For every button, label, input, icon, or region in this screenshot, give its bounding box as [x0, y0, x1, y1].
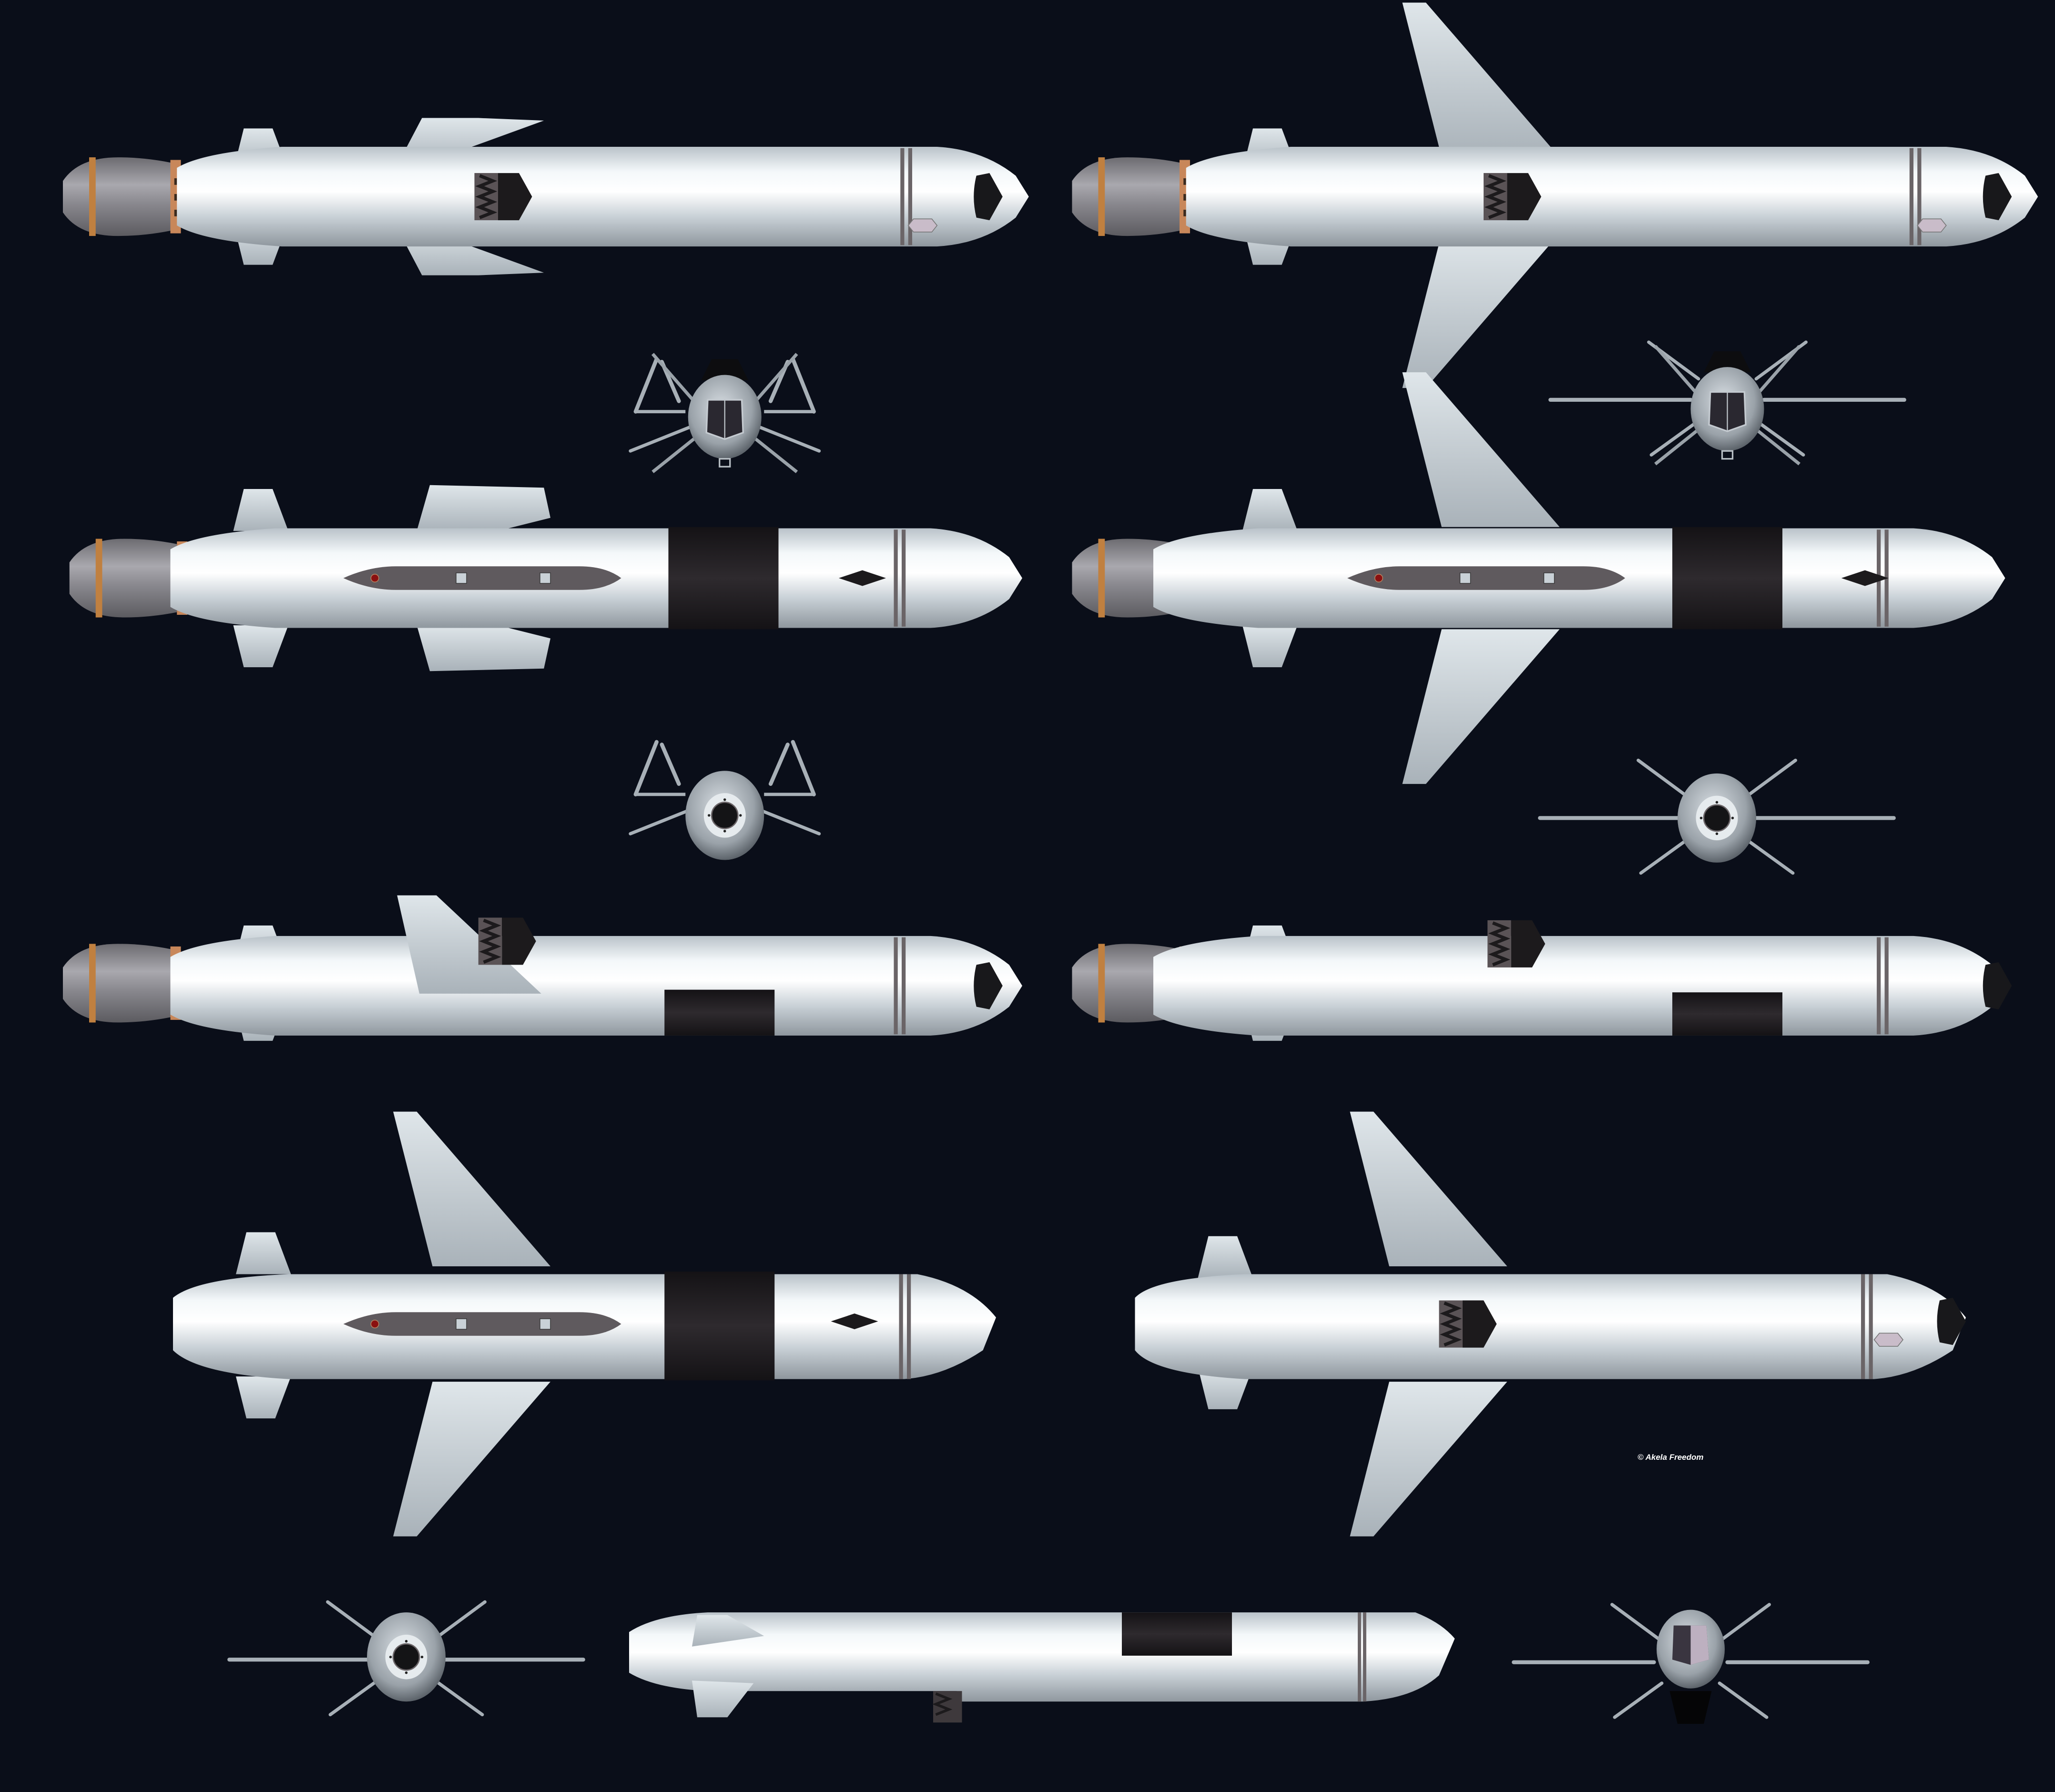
view-mid-right-2 [1072, 372, 2005, 784]
view-mid-right-3 [1072, 920, 2012, 1041]
view-front-2 [1550, 342, 1904, 464]
view-top-right-1 [1072, 2, 2038, 388]
view-rear-2 [1540, 760, 1894, 873]
view-side-5 [629, 1612, 1455, 1723]
view-top-left-1 [63, 118, 1029, 275]
view-bottom-left-4 [173, 1111, 996, 1537]
view-mid-left-3 [63, 895, 1022, 1041]
view-rear-1 [631, 742, 819, 861]
view-rear-3 [229, 1602, 583, 1715]
copyright-credit: © Akela Freedom [1638, 1453, 1704, 1462]
view-bottom-right-4 [1135, 1111, 1966, 1537]
view-mid-left-2 [69, 485, 1022, 672]
view-front-1 [631, 354, 819, 472]
view-front-3 [1514, 1605, 1868, 1724]
